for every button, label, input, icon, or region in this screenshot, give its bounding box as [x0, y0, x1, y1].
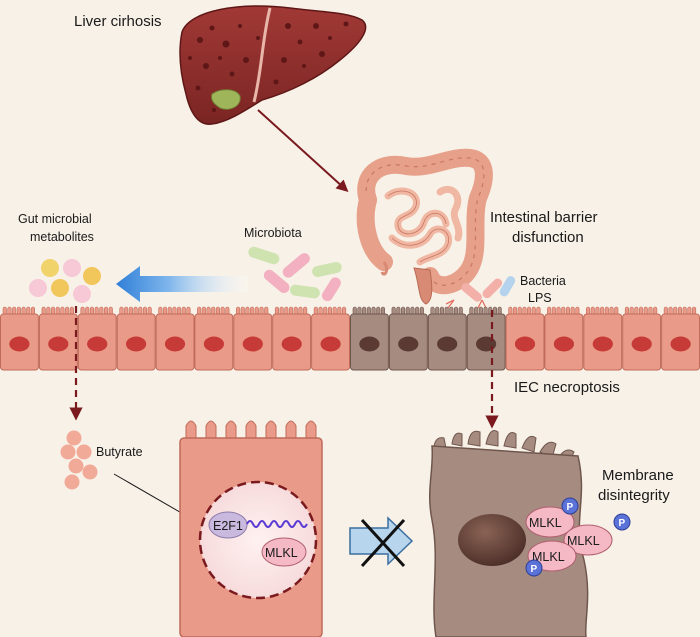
label-liver-cirrhosis: Liver cirhosis — [74, 13, 162, 30]
label-membrane-line1: Membrane — [602, 467, 674, 484]
cell-nucleus — [631, 336, 652, 352]
label-mlkl-3: MLKL — [532, 550, 565, 564]
cell-nucleus — [670, 336, 691, 352]
rectum — [413, 267, 433, 305]
cell-nucleus — [514, 336, 536, 352]
cell-nucleus — [48, 336, 69, 352]
label-mlkl-2: MLKL — [567, 534, 600, 548]
healthy-epithelial-cell — [77, 306, 117, 371]
phospho-label-3: P — [531, 564, 538, 575]
metabolites-group — [29, 259, 101, 303]
phospho-2 — [613, 513, 631, 531]
healthy-epithelial-cell — [272, 306, 312, 371]
healthy-cell-enlarged: E2F1 MLKL — [179, 420, 323, 637]
label-bacteria: Bacteria — [520, 274, 566, 288]
healthy-epithelial-cell — [505, 306, 545, 371]
cell-nucleus — [592, 336, 613, 352]
intestine-illustration — [356, 148, 493, 305]
cell-nucleus — [203, 336, 224, 352]
healthy-epithelial-cell — [233, 306, 273, 371]
label-lps: LPS — [528, 291, 552, 305]
ascending-colon — [356, 191, 393, 271]
cell-nucleus — [164, 336, 186, 352]
cell-nucleus — [242, 336, 263, 352]
butyrate-group — [60, 430, 98, 490]
cell-nucleus — [437, 336, 458, 352]
damaged-epithelial-cell — [350, 306, 389, 371]
inhibited-transition-arrow — [349, 516, 414, 568]
cell-nucleus — [281, 336, 302, 352]
epithelium-cell-row — [0, 306, 700, 371]
label-butyrate: Butyrate — [96, 445, 143, 459]
damaged-epithelial-cell — [388, 306, 428, 371]
cell-nucleus — [320, 336, 341, 352]
label-mlkl-1: MLKL — [529, 516, 562, 530]
liver-ligament — [252, 7, 272, 103]
label-iec-necroptosis: IEC necroptosis — [514, 379, 620, 396]
small-intestine — [384, 185, 463, 266]
cell-nucleus — [476, 336, 497, 352]
liver-illustration — [179, 5, 367, 125]
phospho-label-2: P — [619, 518, 626, 529]
necroptotic-cell: MLKL MLKL MLKL P P P — [429, 430, 631, 637]
label-barrier-line2: disfunction — [512, 229, 584, 246]
liver-spots — [188, 21, 349, 112]
necroptotic-nucleus — [458, 514, 526, 566]
label-membrane-line2: disintegrity — [598, 487, 670, 504]
gallbladder — [211, 89, 241, 110]
mlkl-necroptotic-1 — [525, 506, 575, 538]
label-gut-metabolites-line2: metabolites — [30, 230, 94, 244]
cell-nucleus — [9, 336, 30, 352]
label-barrier-line1: Intestinal barrier — [490, 209, 598, 226]
healthy-epithelial-cell — [38, 306, 78, 371]
phospho-label-1: P — [567, 502, 574, 513]
healthy-epithelial-cell — [661, 306, 700, 371]
label-gut-metabolites-line1: Gut microbial — [18, 212, 92, 226]
healthy-epithelial-cell — [544, 306, 584, 371]
healthy-epithelial-cell — [116, 306, 156, 371]
healthy-epithelial-cell — [194, 306, 234, 371]
cell-nucleus — [359, 336, 380, 352]
arrow-liver-to-intestine — [257, 109, 349, 193]
healthy-epithelial-cell — [583, 306, 623, 371]
mlkl-necroptotic-2 — [563, 524, 613, 556]
healthy-epithelial-cell — [0, 306, 39, 371]
cell-nucleus — [553, 336, 575, 352]
microbiota-group — [248, 246, 342, 302]
label-e2f1: E2F1 — [213, 519, 243, 533]
e2f1-protein — [208, 511, 248, 539]
bacteria-group — [445, 276, 516, 309]
damaged-epithelial-cell — [427, 306, 467, 371]
healthy-nucleus — [198, 480, 318, 600]
damaged-epithelial-cell — [466, 306, 506, 371]
cell-nucleus — [398, 336, 419, 352]
phospho-1 — [561, 497, 579, 515]
dna-strand — [246, 520, 308, 528]
healthy-epithelial-cell — [622, 306, 662, 371]
cell-nucleus — [126, 336, 147, 352]
arrow-microbiota-to-metabolites — [116, 266, 248, 302]
phospho-3 — [525, 559, 543, 577]
cell-nucleus — [87, 336, 108, 352]
mlkl-healthy — [261, 537, 307, 567]
label-mlkl-healthy: MLKL — [265, 546, 298, 560]
label-microbiota: Microbiota — [244, 226, 302, 240]
healthy-epithelial-cell — [311, 306, 351, 371]
healthy-epithelial-cell — [155, 306, 195, 371]
